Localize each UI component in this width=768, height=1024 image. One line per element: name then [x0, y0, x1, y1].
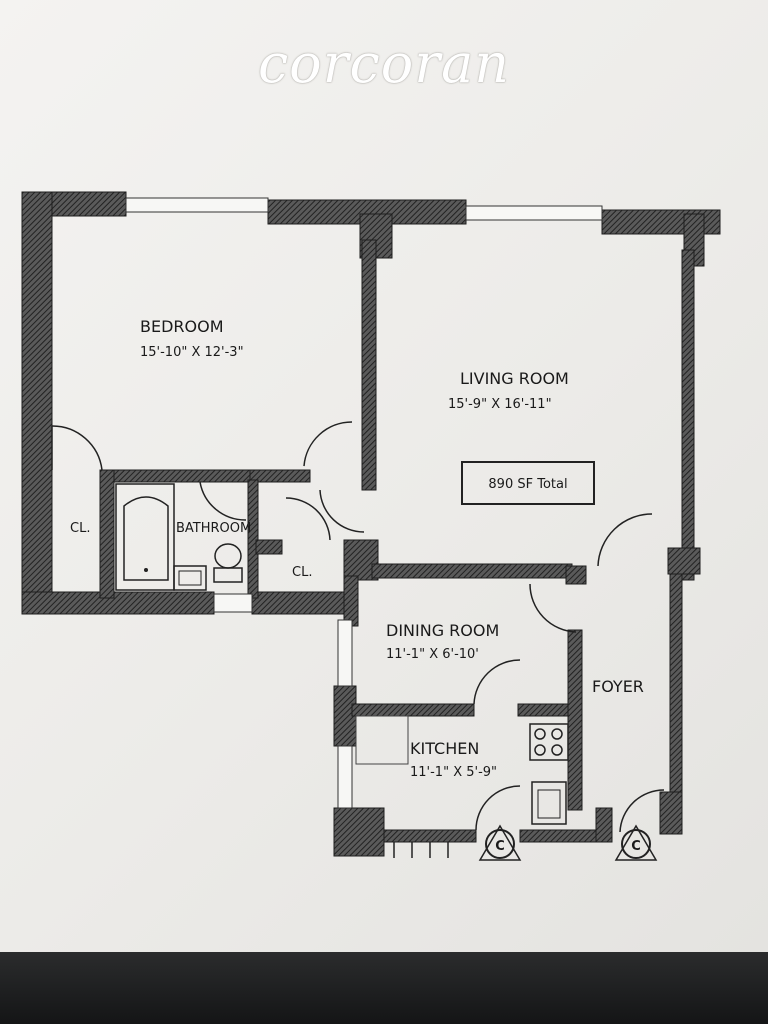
stove-icon [529, 723, 569, 761]
bathroom-label: BATHROOM [176, 521, 251, 536]
living-room-label: LIVING ROOM [460, 369, 569, 388]
svg-text:C: C [631, 839, 641, 854]
kitchen-counter [355, 715, 409, 765]
bedroom-label: BEDROOM [140, 317, 224, 336]
foyer-label: FOYER [592, 677, 644, 696]
kitchen-window [337, 619, 353, 687]
total-area-label: 890 SF Total [488, 477, 567, 492]
column-marker-icon: C [478, 824, 522, 861]
kitchen-label: KITCHEN [410, 739, 479, 758]
living-room-dims: 15'-9" X 16'-11" [448, 397, 552, 412]
dining-room-dims: 11'-1" X 6'-10' [386, 647, 479, 662]
brand-logo: corcoran [257, 32, 511, 95]
toilet-icon [213, 543, 243, 583]
door-swings [51, 421, 665, 833]
kitchen-dims: 11'-1" X 5'-9" [410, 765, 497, 780]
total-area-box [461, 461, 595, 505]
bedroom-dims: 15'-10" X 12'-3" [140, 345, 244, 360]
svg-text:C: C [495, 839, 505, 854]
closet-left-label: CL. [70, 521, 90, 536]
bathroom-window [213, 593, 253, 613]
closet-right-label: CL. [292, 565, 312, 580]
dining-room-label: DINING ROOM [386, 621, 499, 640]
bathtub-icon [115, 483, 175, 591]
column-marker-icon: C [614, 824, 658, 861]
floor-plan: C C 890 SF Total BEDROOM 15'-10" X 12'-3… [21, 191, 721, 861]
kitchen-window [337, 745, 353, 809]
backdrop [0, 952, 768, 1024]
kitchen-sink-icon [531, 781, 567, 825]
entry-steps [393, 842, 449, 858]
walls [21, 191, 721, 857]
sink-icon [173, 565, 207, 591]
